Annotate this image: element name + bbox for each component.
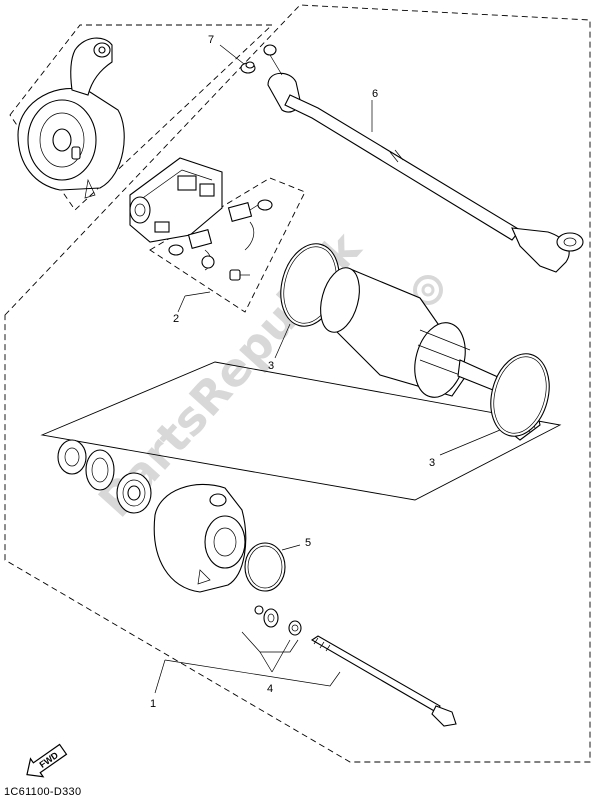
brush-set — [168, 199, 273, 281]
brush-group-box — [149, 177, 306, 313]
oil-seal — [57, 439, 87, 475]
watermark-gear-icon — [413, 275, 443, 305]
leader-lines — [154, 44, 501, 694]
callout-3-upper: 3 — [268, 360, 274, 372]
through-bolt — [310, 635, 457, 727]
callout-2: 2 — [173, 313, 179, 325]
terminal-nut — [240, 61, 256, 74]
callout-6: 6 — [372, 88, 378, 100]
starter-cable — [263, 44, 584, 273]
washer-set — [254, 605, 302, 636]
callout-5: 5 — [305, 537, 311, 549]
front-end-cover — [153, 484, 247, 593]
o-ring-front — [244, 542, 286, 592]
bearing — [116, 472, 152, 514]
starter-yoke-armature — [320, 267, 541, 441]
callout-7: 7 — [208, 34, 214, 46]
callout-1: 1 — [150, 698, 156, 710]
fwd-arrow-icon: FWD — [26, 743, 68, 778]
brush-holder — [129, 157, 223, 243]
brush-screw — [229, 269, 250, 281]
callout-3-lower: 3 — [429, 457, 435, 469]
o-ring-lower — [490, 353, 550, 437]
assembly-boundary-outer — [4, 4, 591, 763]
rear-end-cover — [17, 37, 125, 199]
diagram-code: 1C61100-D330 — [4, 786, 81, 798]
armature-group-frame — [40, 361, 562, 501]
callout-4: 4 — [267, 683, 273, 695]
washer — [85, 449, 115, 491]
